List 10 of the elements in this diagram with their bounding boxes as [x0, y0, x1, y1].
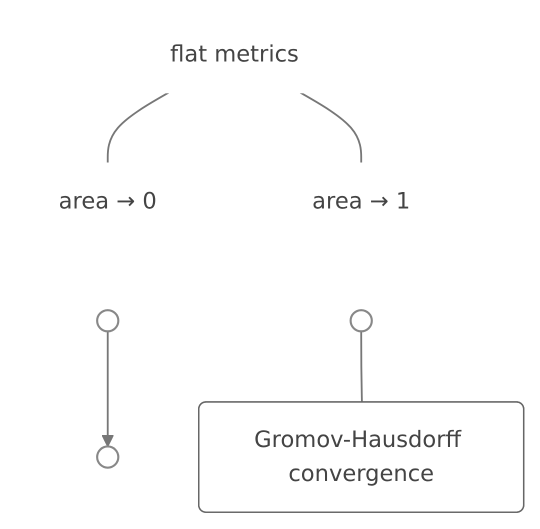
node-text: flat metrics	[170, 40, 299, 68]
node-text: area → 1	[312, 188, 410, 214]
node-circle	[350, 309, 373, 333]
arrow	[102, 332, 114, 448]
connector	[106, 92, 170, 164]
node-circle	[96, 446, 120, 469]
connector	[360, 332, 363, 403]
node-text: area → 0	[58, 188, 157, 214]
connector	[300, 92, 362, 164]
node-circle	[96, 309, 120, 333]
